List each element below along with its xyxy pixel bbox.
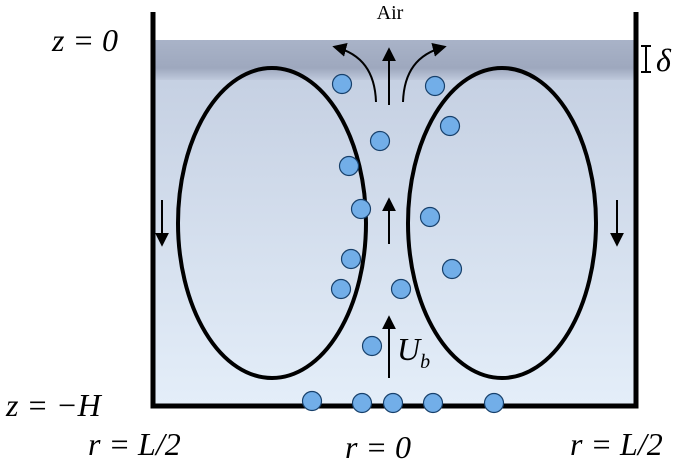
r-center-label: r = 0 (345, 429, 411, 465)
bubble (330, 278, 352, 300)
bubble (422, 392, 444, 414)
left-recirculation-loop (176, 66, 368, 380)
bubble (441, 258, 463, 280)
bubble (301, 390, 323, 412)
delta-label: δ (656, 42, 672, 78)
velocity-main: U (397, 331, 422, 367)
r-left-label: r = L/2 (88, 426, 181, 462)
right-recirculation-loop (406, 66, 598, 380)
right-diverging-arrow (402, 43, 447, 103)
bubble (439, 115, 461, 137)
bubble (424, 75, 446, 97)
bubble (340, 248, 362, 270)
bubble (419, 206, 441, 228)
water-region (153, 40, 636, 406)
bubble (483, 392, 505, 414)
velocity-subscript: b (420, 351, 430, 373)
bubble (350, 198, 372, 220)
bubble (390, 278, 412, 300)
air-label: Air (377, 2, 404, 24)
bubble (361, 335, 383, 357)
surface-layer (153, 40, 636, 80)
bubble (351, 392, 373, 414)
velocity-label: Ub (397, 331, 430, 373)
r-right-label: r = L/2 (570, 426, 663, 462)
left-diverging-arrow (332, 43, 377, 103)
z-bottom-label: z = −H (5, 387, 103, 423)
z-top-label: z = 0 (51, 22, 118, 58)
bubble (338, 155, 360, 177)
bubble (369, 130, 391, 152)
bubble (331, 73, 353, 95)
delta-bracket (641, 45, 651, 73)
bubbles (301, 73, 505, 414)
bubble (382, 392, 404, 414)
